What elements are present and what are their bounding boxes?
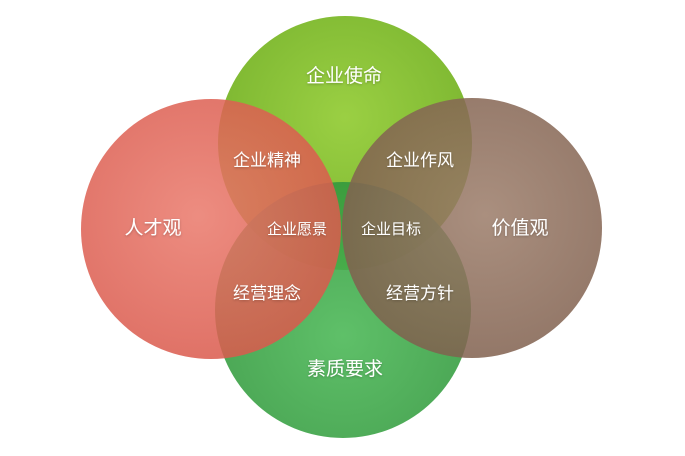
label-right-circle: 价值观: [491, 217, 548, 239]
label-center-left: 企业愿景: [267, 220, 327, 238]
label-bottom-circle: 素质要求: [307, 358, 383, 380]
label-top-circle: 企业使命: [306, 65, 382, 87]
label-overlap-top-left: 企业精神: [233, 151, 301, 171]
label-overlap-bottom-right: 经营方针: [386, 284, 454, 304]
circle-left: [81, 99, 341, 359]
label-center-right: 企业目标: [361, 220, 421, 238]
circle-right: [342, 98, 602, 358]
label-left-circle: 人才观: [124, 217, 181, 239]
label-overlap-top-right: 企业作风: [386, 151, 454, 171]
label-overlap-bottom-left: 经营理念: [233, 283, 301, 304]
